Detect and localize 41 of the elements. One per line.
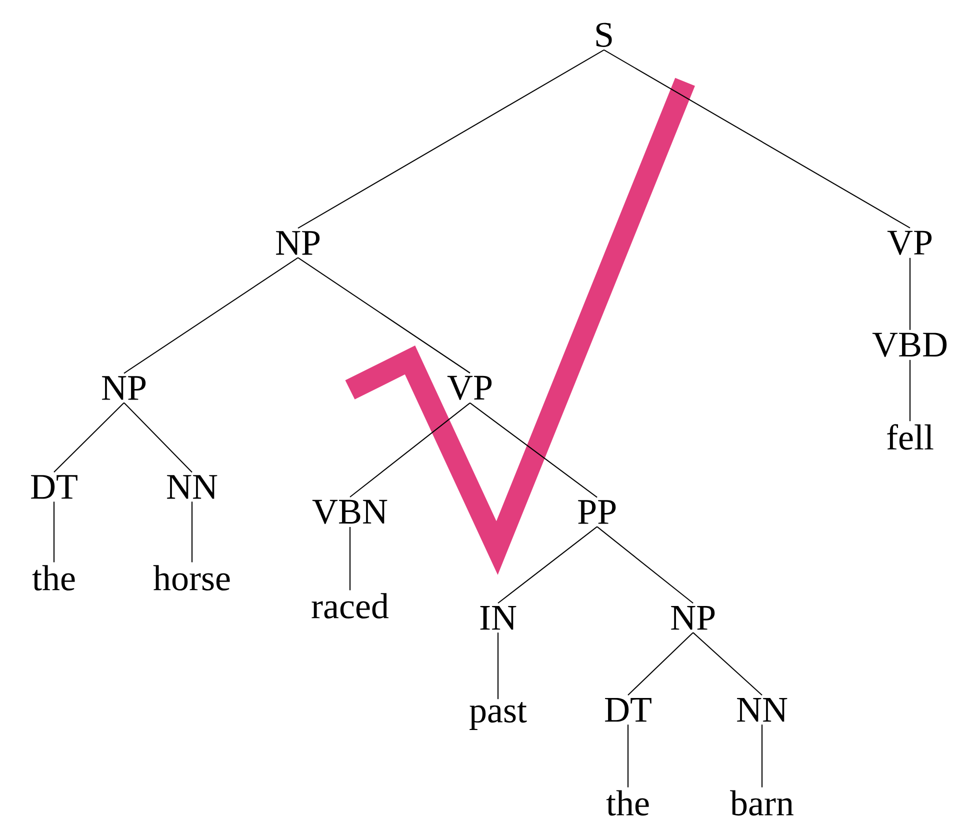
tree-label: IN (480, 606, 516, 630)
tree-branch (628, 632, 694, 696)
tree-label: barn (730, 790, 794, 816)
tree-branch (350, 402, 470, 498)
tree-label: NP (276, 231, 320, 255)
tree-label: DT (605, 698, 652, 722)
tree-label: VP (887, 230, 932, 255)
tree-branch (909, 258, 911, 330)
tree-label: S (596, 22, 612, 48)
tree-branch (191, 502, 193, 562)
tree-branch (692, 632, 762, 696)
tree-branch (604, 50, 910, 228)
tree-label: NP (102, 376, 146, 400)
tree-branch (498, 526, 598, 604)
tree-label: past (470, 702, 527, 730)
tree-label: NN (737, 698, 788, 722)
tree-branch (124, 257, 298, 374)
tree-label: the (32, 565, 75, 591)
tree-label: PP (578, 500, 616, 524)
tree-label: the (606, 790, 649, 816)
tree-label: VBN (312, 500, 388, 524)
tree-branch (298, 50, 604, 229)
tree-label: fell (887, 424, 934, 450)
tree-branch (627, 724, 629, 788)
tree-branch (761, 724, 763, 788)
tree-label: VP (447, 376, 492, 400)
tree-label: NN (167, 475, 218, 499)
tree-branch (909, 360, 911, 422)
tree-branch (349, 527, 351, 590)
tree-branch (298, 257, 470, 374)
tree-label: VBD (872, 332, 947, 357)
tree-branch (596, 526, 694, 604)
tree-branch (124, 402, 192, 473)
tree-branch (470, 402, 598, 498)
tree-branch (53, 502, 55, 562)
tree-label: horse (153, 565, 230, 591)
tree-label: DT (31, 475, 78, 499)
tree-branch (54, 402, 124, 473)
tree-label: NP (671, 606, 715, 630)
tree-label: raced (312, 593, 389, 619)
tree-branch (497, 632, 499, 700)
